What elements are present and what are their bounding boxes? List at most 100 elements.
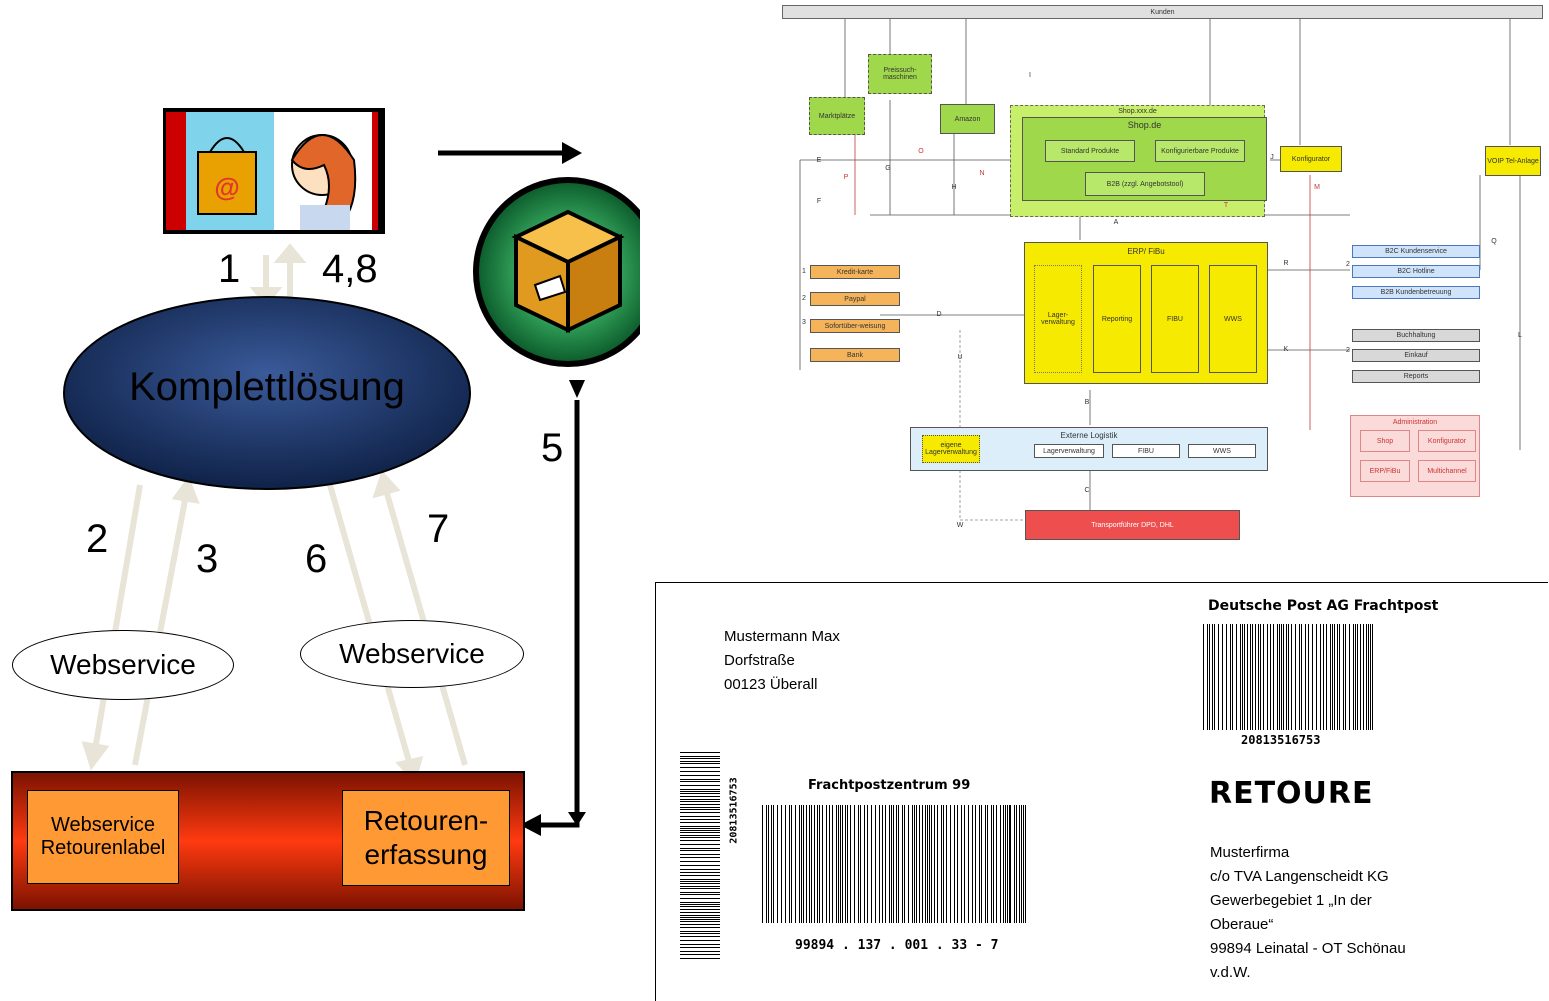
barcode-bar <box>680 828 720 829</box>
barcode-bar <box>1281 624 1282 730</box>
barcode-bar <box>1207 624 1208 730</box>
barcode-bar <box>1353 624 1354 730</box>
step-2: 2 <box>86 517 109 561</box>
conn-m: M <box>1314 183 1320 191</box>
barcode-bar <box>680 933 720 934</box>
barcode-bar <box>941 805 942 923</box>
barcode-bar <box>680 936 720 937</box>
transportfuehrer-box: Transportführer DPD, DHL <box>1025 510 1240 540</box>
barcode-bar <box>680 791 720 792</box>
barcode-bar <box>943 805 944 923</box>
barcode-bar <box>1332 624 1333 730</box>
return-label <box>655 582 1548 1001</box>
barcode-bar <box>1007 805 1008 923</box>
barcode-bar <box>680 912 720 913</box>
conn-w: W <box>956 521 964 529</box>
pay-num-1: 1 <box>802 267 806 275</box>
payment-sofort: Sofortüber-weisung <box>810 319 900 333</box>
barcode-bar <box>1242 624 1243 730</box>
barcode-bar <box>822 805 823 923</box>
buchhaltung-box: Buchhaltung <box>1352 329 1480 342</box>
webservice-ellipse-left: Webservice <box>12 630 234 700</box>
barcode-bar <box>845 805 846 923</box>
barcode-bar <box>680 954 720 955</box>
barcode-bar <box>1244 624 1245 730</box>
barcode-bar <box>680 763 720 764</box>
payment-kreditkarte: Kredit-karte <box>810 265 900 279</box>
barcode-bar <box>1267 624 1268 730</box>
package-icon <box>511 209 625 334</box>
eigene-lagerverwaltung-box: eigene Lagerverwaltung <box>922 435 980 463</box>
recipient-line-4: Oberaue“ <box>1210 916 1274 933</box>
barcode-bar <box>762 805 763 923</box>
barcode-bar <box>680 752 720 753</box>
barcode-bar <box>1301 624 1302 730</box>
barcode-bar <box>864 805 865 923</box>
barcode-bar <box>1203 624 1204 730</box>
retourenerfassung-box: Retouren-erfassung <box>342 790 510 886</box>
barcode-bar <box>1023 805 1024 923</box>
conn-h: H <box>951 183 957 191</box>
barcode-bar <box>896 805 897 923</box>
admin-multichannel: Multichannel <box>1418 460 1476 482</box>
barcode-bar <box>809 805 810 923</box>
barcode-bar <box>1360 624 1361 730</box>
barcode-bar <box>680 809 720 810</box>
barcode-bar <box>975 805 976 923</box>
barcode-bar <box>993 805 994 923</box>
barcode-bar <box>916 805 917 923</box>
barcode-bar <box>1232 624 1233 730</box>
barcode-bar <box>1226 624 1227 730</box>
barcode-bar <box>972 805 973 923</box>
barcode-bar <box>914 805 915 923</box>
barcode-bar <box>680 779 720 780</box>
fibu-box: FIBU <box>1151 265 1199 373</box>
komplettloesung-label: Komplettlösung <box>129 365 405 409</box>
barcode-bar <box>850 805 851 923</box>
barcode-bar <box>1308 624 1309 730</box>
barcode-bar <box>680 832 720 833</box>
barcode-bar <box>875 805 876 923</box>
b2b-kundenbetreuung: B2B Kundenbetreuung <box>1352 286 1480 299</box>
barcode-bar <box>680 807 720 808</box>
barcode-bar <box>1323 624 1324 730</box>
barcode-bar <box>826 805 827 923</box>
step-1: 1 <box>218 247 241 291</box>
step-3: 3 <box>196 537 219 581</box>
barcode-bar <box>829 805 830 923</box>
barcode-bar <box>893 805 894 923</box>
conn-t: T <box>1223 201 1229 209</box>
einkauf-box: Einkauf <box>1352 349 1480 362</box>
conn-o: O <box>918 147 924 155</box>
barcode-bar <box>1357 624 1358 730</box>
barcode-bar <box>860 805 861 923</box>
shopping-illustration: @ <box>163 108 385 234</box>
frachtpostzentrum: Frachtpostzentrum 99 <box>808 778 971 793</box>
barcode-bar <box>1252 624 1253 730</box>
ext-fibu: FIBU <box>1112 444 1180 458</box>
reports-box: Reports <box>1352 370 1480 383</box>
conn-f: F <box>816 197 822 205</box>
barcode-bar <box>680 881 720 882</box>
barcode-bar <box>680 892 720 893</box>
side-barcode <box>680 752 720 959</box>
barcode-bar <box>1277 624 1278 730</box>
preissuchmaschinen-box: Preissuch-maschinen <box>868 54 932 94</box>
barcode-bar <box>680 888 720 889</box>
barcode-bar <box>680 944 720 945</box>
barcode-bar <box>771 805 772 923</box>
administration-box: Administration <box>1350 415 1480 497</box>
reporting-box: Reporting <box>1093 265 1141 373</box>
barcode-1-number: 20813516753 <box>1241 733 1321 747</box>
ext-wws: WWS <box>1188 444 1256 458</box>
barcode-bar <box>996 805 997 923</box>
barcode-bar <box>680 906 720 907</box>
back-num-2: 2 <box>1346 346 1350 354</box>
barcode-bar <box>680 835 720 836</box>
barcode-bar <box>1299 624 1300 730</box>
barcode-bar <box>680 917 720 918</box>
barcode-bar <box>1014 805 1015 923</box>
barcode-bar <box>1363 624 1364 730</box>
carrier-name: Deutsche Post AG Frachtpost <box>1208 598 1439 614</box>
sender-city: 00123 Überall <box>724 676 818 693</box>
